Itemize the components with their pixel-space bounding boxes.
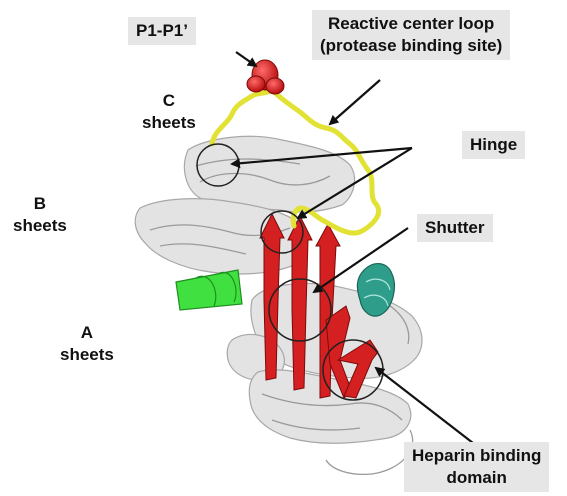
arrow-reactive-loop [330,80,380,124]
b-sheets-letter: B [13,193,67,215]
arrow-p1 [236,52,256,66]
heparin-binding-domain-label: Heparin binding domain [404,442,549,492]
a-sheets-letter: A [60,322,114,344]
b-sheets-label: B sheets [13,193,67,237]
p1-p1-prime-label: P1-P1’ [128,17,196,45]
reactive-center-loop-line2: (protease binding site) [320,35,502,57]
c-sheets-letter: C [142,90,196,112]
c-sheets-word: sheets [142,112,196,134]
reactive-center-loop-line1: Reactive center loop [320,13,502,35]
reactive-center-loop-label: Reactive center loop (protease binding s… [312,10,510,60]
a-sheets-word: sheets [60,344,114,366]
heparin-binding-line2: domain [412,467,541,489]
p1-residue-ball [247,60,284,94]
a-sheets-label: A sheets [60,322,114,366]
shutter-label: Shutter [417,214,493,242]
b-sheets-word: sheets [13,215,67,237]
heparin-binding-line1: Heparin binding [412,445,541,467]
c-sheets-label: C sheets [142,90,196,134]
green-helix [176,270,242,310]
hinge-label: Hinge [462,131,525,159]
